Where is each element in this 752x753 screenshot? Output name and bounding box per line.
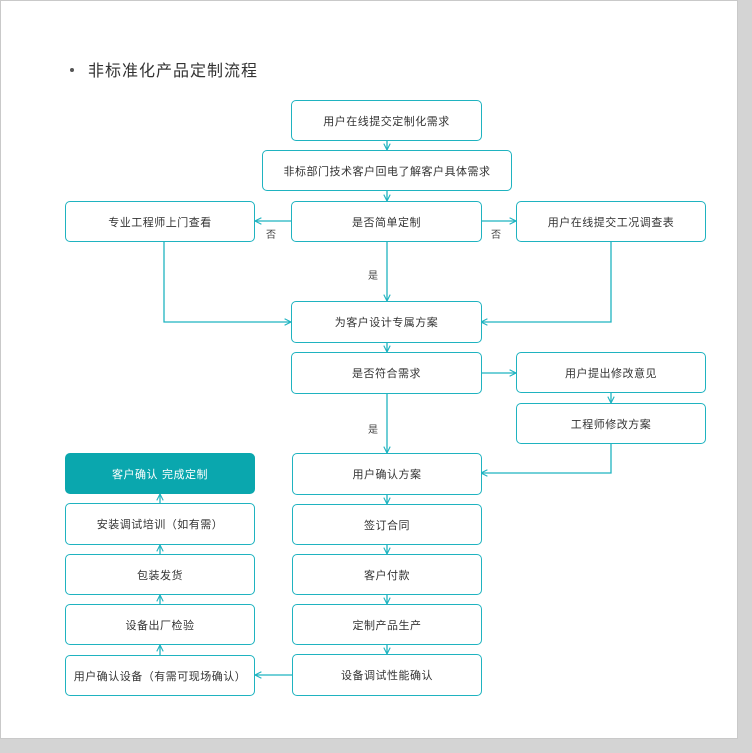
node-production-label: 定制产品生产: [352, 618, 422, 632]
edge-label-no-left: 否: [266, 230, 276, 241]
node-onsite-visit-label: 专业工程师上门查看: [108, 215, 212, 229]
edge-survey-to-design: [481, 242, 612, 322]
node-user-confirm-device-label: 用户确认设备（有需可现场确认）: [73, 669, 247, 683]
node-factory-inspect: 设备出厂检验: [65, 604, 255, 645]
node-install-train: 安装调试培训（如有需）: [65, 503, 255, 545]
node-online-request: 用户在线提交定制化需求: [291, 100, 482, 141]
node-ship: 包装发货: [65, 554, 255, 595]
node-user-feedback: 用户提出修改意见: [516, 352, 706, 393]
node-user-confirm-device: 用户确认设备（有需可现场确认）: [65, 655, 255, 696]
node-callback-label: 非标部门技术客户回电了解客户具体需求: [283, 164, 491, 178]
node-callback: 非标部门技术客户回电了解客户具体需求: [262, 150, 512, 191]
node-user-feedback-label: 用户提出修改意见: [565, 366, 657, 380]
node-is-simple-label: 是否简单定制: [352, 215, 421, 229]
node-user-confirm-plan: 用户确认方案: [292, 453, 482, 495]
node-sign-contract: 签订合同: [292, 504, 482, 545]
node-survey-form: 用户在线提交工况调查表: [516, 201, 706, 242]
node-ship-label: 包装发货: [137, 568, 183, 582]
node-payment: 客户付款: [292, 554, 482, 595]
node-online-request-label: 用户在线提交定制化需求: [323, 114, 450, 128]
node-install-train-label: 安装调试培训（如有需）: [96, 518, 224, 531]
node-engineer-revise-label: 工程师修改方案: [570, 417, 652, 431]
node-meets-needs: 是否符合需求: [291, 352, 482, 394]
node-production: 定制产品生产: [292, 604, 482, 645]
node-complete-label: 客户确认 完成定制: [112, 467, 208, 481]
node-design-plan-label: 为客户设计专属方案: [334, 316, 439, 329]
node-meets-needs-label: 是否符合需求: [352, 367, 421, 380]
edge-label-yes-meets: 是: [368, 425, 378, 436]
node-sign-contract-label: 签订合同: [364, 518, 410, 532]
node-performance-check: 设备调试性能确认: [292, 654, 482, 696]
node-engineer-revise: 工程师修改方案: [516, 403, 706, 444]
edge-label-yes-simple: 是: [368, 271, 378, 282]
edge-revise-to-confirm: [481, 444, 612, 473]
node-design-plan: 为客户设计专属方案: [291, 301, 482, 343]
node-payment-label: 客户付款: [364, 568, 410, 582]
edge-label-no-right: 否: [491, 230, 501, 241]
page-title: 非标准化产品定制流程: [70, 57, 258, 81]
node-user-confirm-plan-label: 用户确认方案: [352, 468, 422, 481]
edge-onsite-to-design: [163, 242, 291, 322]
node-survey-form-label: 用户在线提交工况调查表: [547, 215, 675, 229]
node-factory-inspect-label: 设备出厂检验: [125, 618, 195, 632]
node-complete: 客户确认 完成定制: [65, 453, 255, 494]
node-is-simple: 是否简单定制: [291, 201, 482, 242]
node-onsite-visit: 专业工程师上门查看: [65, 201, 255, 242]
node-performance-check-label: 设备调试性能确认: [341, 669, 433, 682]
bullet-icon: [70, 67, 74, 72]
page-title-text: 非标准化产品定制流程: [88, 61, 259, 80]
